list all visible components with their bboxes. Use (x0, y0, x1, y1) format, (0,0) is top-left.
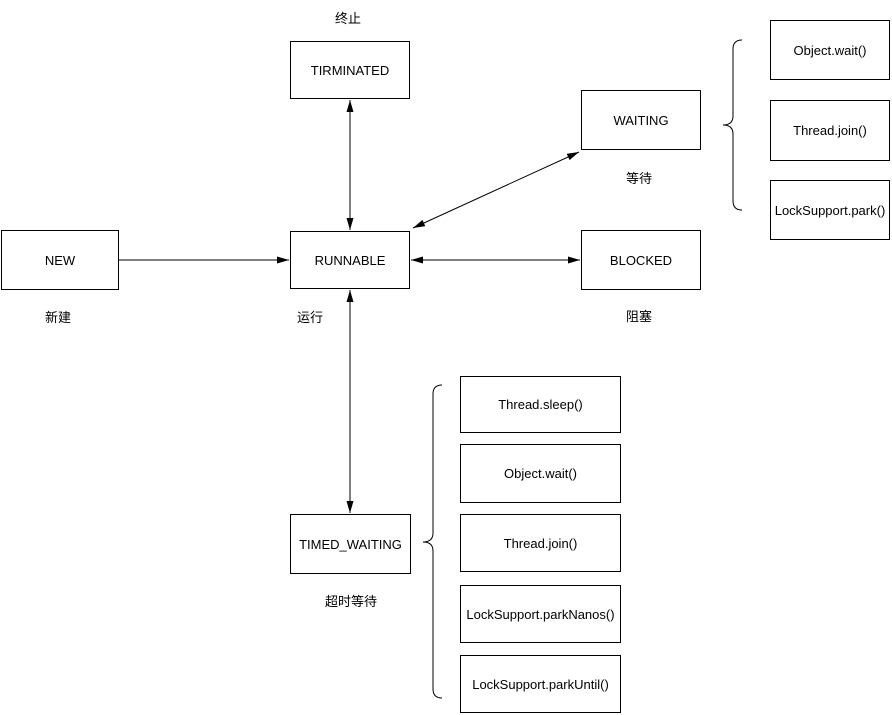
state-label-runnable: RUNNABLE (314, 252, 386, 268)
state-label-waiting: WAITING (613, 112, 669, 128)
method-box-thread-join-timed: Thread.join() (460, 514, 621, 572)
caption-blocked: 阻塞 (625, 309, 653, 324)
state-label-new: NEW (44, 252, 76, 268)
method-box-object-wait: Object.wait() (770, 20, 890, 80)
method-label: LockSupport.park() (774, 202, 886, 218)
state-box-new: NEW (1, 230, 119, 290)
caption-terminated: 终止 (334, 11, 362, 26)
method-label: LockSupport.parkNanos() (466, 606, 615, 622)
state-box-timed-waiting: TIMED_WAITING (290, 514, 411, 574)
state-box-blocked: BLOCKED (581, 230, 701, 290)
method-label: Thread.join() (503, 535, 578, 551)
method-box-thread-join: Thread.join() (770, 100, 890, 161)
state-box-terminated: TIRMINATED (290, 41, 410, 99)
method-label: LockSupport.parkUntil() (472, 676, 609, 692)
caption-runnable: 运行 (296, 310, 324, 325)
method-box-thread-sleep: Thread.sleep() (460, 376, 621, 433)
method-box-object-wait-timed: Object.wait() (460, 444, 621, 503)
state-label-terminated: TIRMINATED (310, 62, 390, 78)
caption-new: 新建 (44, 310, 72, 325)
method-label: Thread.join() (793, 123, 867, 138)
state-box-runnable: RUNNABLE (290, 231, 410, 289)
method-label: Object.wait() (504, 466, 577, 481)
caption-waiting: 等待 (625, 171, 653, 186)
method-box-locksupport-parknanos: LockSupport.parkNanos() (460, 585, 621, 643)
brace-timed-waiting-methods (422, 384, 443, 699)
state-box-waiting: WAITING (581, 90, 701, 150)
brace-waiting-methods (722, 39, 743, 211)
method-label: Thread.sleep() (498, 397, 583, 412)
arrow-runnable-waiting (412, 151, 580, 229)
caption-timed-waiting: 超时等待 (324, 594, 378, 609)
method-box-locksupport-parkuntil: LockSupport.parkUntil() (460, 655, 621, 713)
method-label: Object.wait() (793, 42, 867, 58)
method-box-locksupport-park: LockSupport.park() (770, 180, 890, 240)
state-label-timed-waiting: TIMED_WAITING (299, 536, 402, 552)
state-label-blocked: BLOCKED (609, 252, 673, 268)
